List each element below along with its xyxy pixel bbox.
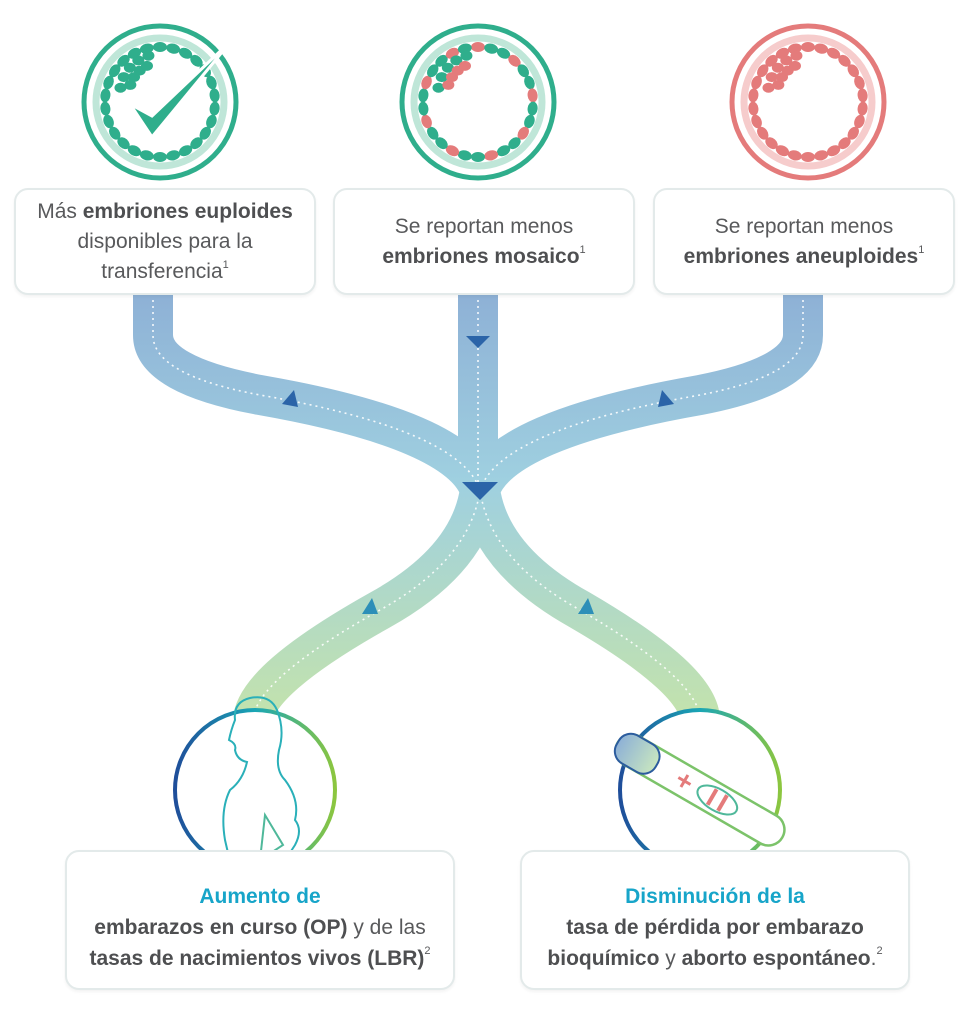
aneuploid-embryo-icon: [729, 23, 887, 181]
card-text: Se reportan menos: [714, 214, 894, 238]
path-euploid: [133, 295, 499, 498]
card-text: Más embriones euploides: [37, 199, 293, 223]
pregnant-woman-icon: [173, 696, 337, 876]
card-aneuploid: Se reportan menos embriones aneuploides1: [653, 188, 955, 295]
path-aneuploid: [461, 295, 823, 498]
card-text: embarazos en curso (OP) y de las: [94, 915, 426, 939]
card-ongoing-pregnancy: Aumento de embarazos en curso (OP) y de …: [65, 850, 455, 990]
card-text: Se reportan menos: [394, 214, 574, 238]
arrow-icon: [578, 598, 594, 614]
euploid-embryo-check-icon: [81, 23, 239, 181]
path-to-op: [233, 486, 500, 724]
pregnancy-test-icon: [613, 708, 786, 872]
mosaic-embryo-icon: [399, 23, 557, 181]
card-text: embriones mosaico1: [382, 243, 586, 268]
flow-paths: [133, 295, 823, 724]
arrow-icon: [658, 390, 674, 407]
arrow-icon: [462, 482, 498, 500]
card-text: tasas de nacimientos vivos (LBR)2: [89, 944, 431, 970]
card-text: embriones aneuploides1: [683, 243, 925, 268]
card-text: tasa de pérdida por embarazo: [566, 915, 864, 939]
card-euploid: Más embriones euploides disponibles para…: [14, 188, 316, 295]
arrow-icon: [362, 598, 378, 614]
card-heading: Aumento de: [199, 884, 321, 908]
card-heading: Disminución de la: [625, 884, 805, 908]
arrow-icon: [466, 336, 490, 348]
card-text: bioquímico y aborto espontáneo.2: [547, 944, 883, 970]
arrow-icon: [282, 390, 298, 407]
checkmark-icon: [128, 38, 234, 140]
flow-arrows: [282, 336, 674, 614]
card-mosaic: Se reportan menos embriones mosaico1: [333, 188, 635, 295]
card-text: transferencia1: [101, 258, 229, 283]
card-pregnancy-loss: Disminución de la tasa de pérdida por em…: [520, 850, 910, 990]
card-text: disponibles para la: [77, 229, 253, 253]
